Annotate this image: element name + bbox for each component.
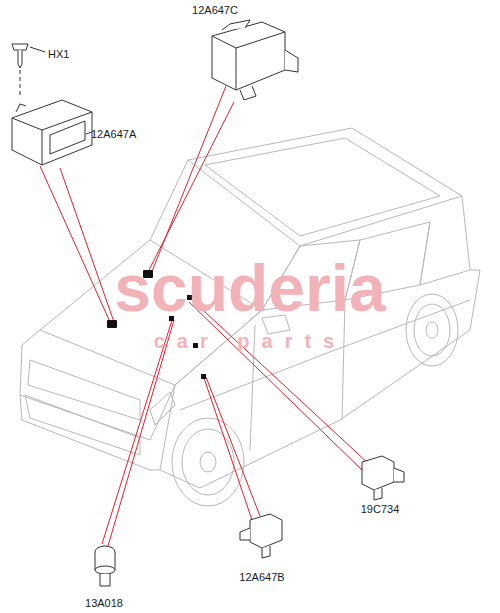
watermark: scuderia <box>114 252 385 325</box>
callout-number: 12A647C <box>192 4 238 16</box>
control-module <box>12 100 92 165</box>
watermark: car parts <box>154 330 347 352</box>
callout-number: 12A647A <box>91 128 136 140</box>
switch <box>95 546 115 586</box>
sensor <box>240 514 282 558</box>
screw <box>12 44 28 96</box>
callout-number: 12A647B <box>239 571 284 583</box>
callout-number: HX1 <box>48 48 69 60</box>
callout-number: 19C734 <box>361 503 400 515</box>
callout-number: 13A018 <box>85 597 123 609</box>
sensor <box>362 456 404 500</box>
control-module <box>212 20 298 100</box>
car-outline <box>20 128 480 506</box>
callout-leader <box>30 47 45 52</box>
